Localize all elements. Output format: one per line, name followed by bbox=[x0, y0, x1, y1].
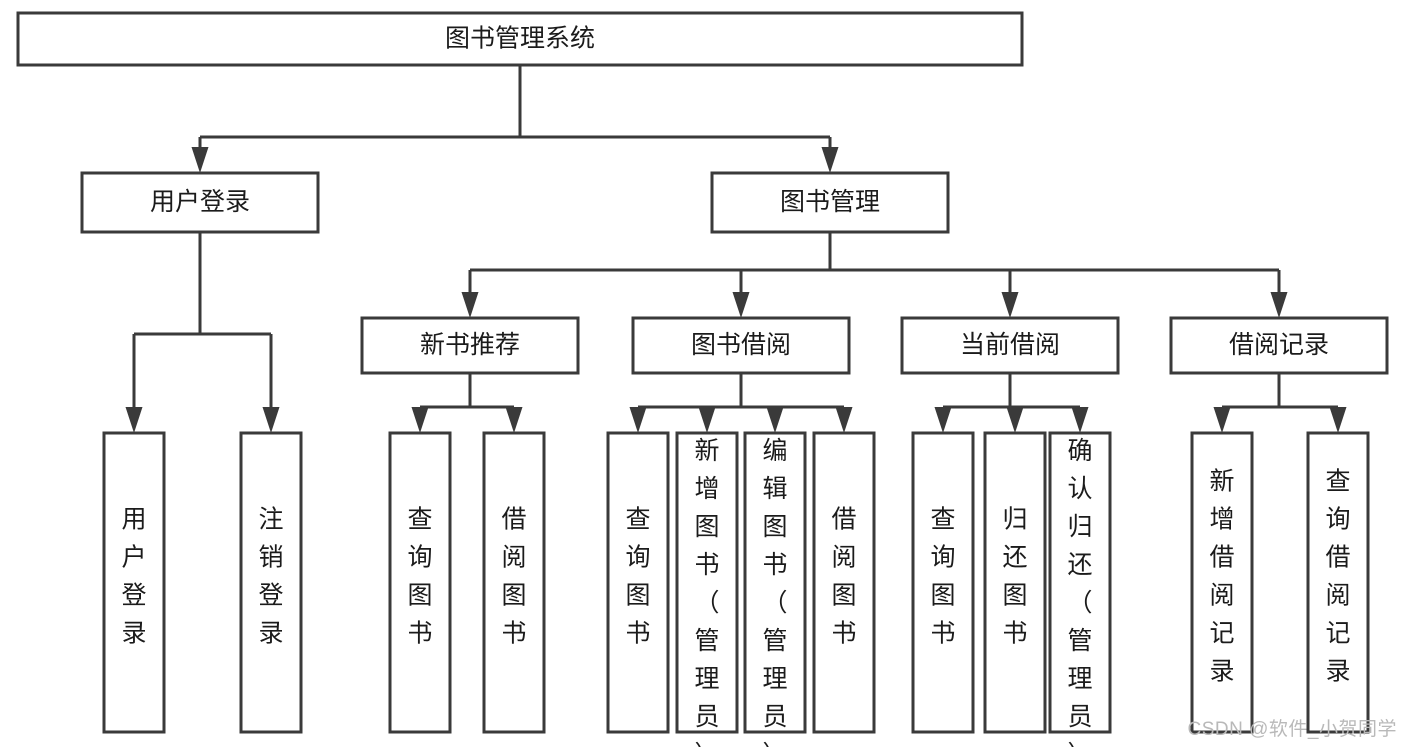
leaf-node-借阅图书[interactable]: 借阅图书 bbox=[812, 431, 876, 734]
connector-book-manage-to-level3 bbox=[461, 232, 1288, 318]
leaf-node-借阅图书[interactable]: 借阅图书 bbox=[482, 431, 546, 734]
node-box bbox=[16, 11, 1024, 67]
arrow-head-icon bbox=[1213, 407, 1231, 433]
node-box bbox=[631, 316, 851, 375]
leaf-node-查询图书[interactable]: 查询图书 bbox=[911, 431, 975, 734]
leaf-node-查询图书[interactable]: 查询图书 bbox=[388, 431, 452, 734]
arrow-head-icon bbox=[629, 407, 647, 433]
node-label: 借阅记录 bbox=[1229, 331, 1329, 359]
level2-node-用户登录[interactable]: 用户登录 bbox=[80, 171, 320, 234]
node-label: 图书管理 bbox=[780, 188, 880, 216]
arrow-head-icon bbox=[1071, 407, 1089, 433]
connector-borrow-to-leaves bbox=[629, 373, 853, 433]
level3-node-新书推荐[interactable]: 新书推荐 bbox=[360, 316, 580, 375]
node-label: 查询图书 bbox=[407, 506, 432, 648]
node-label: 注销登录 bbox=[258, 506, 283, 648]
node-label: 用户登录 bbox=[121, 506, 146, 648]
arrow-head-icon bbox=[411, 407, 429, 433]
leaf-node-用户登录[interactable]: 用户登录 bbox=[102, 431, 166, 734]
node-label: 借阅图书 bbox=[831, 506, 856, 648]
arrow-head-icon bbox=[1006, 407, 1024, 433]
node-box bbox=[743, 431, 807, 734]
node-box bbox=[1306, 431, 1370, 734]
node-label: 新书推荐 bbox=[420, 331, 520, 359]
connector-new-book-to-leaves bbox=[411, 373, 523, 433]
leaf-node-归还图书[interactable]: 归还图书 bbox=[983, 431, 1047, 734]
node-label: 图书管理系统 bbox=[445, 25, 595, 53]
arrow-head-icon bbox=[698, 407, 716, 433]
node-box bbox=[388, 431, 452, 734]
node-box bbox=[1169, 316, 1389, 375]
arrow-head-icon bbox=[732, 292, 750, 318]
node-box bbox=[80, 171, 320, 234]
leaf-node-新增图书管理员[interactable]: 新增图书（管理员） bbox=[675, 431, 739, 747]
leaf-node-确认归还管理员[interactable]: 确认归还（管理员） bbox=[1048, 431, 1112, 747]
node-label: 借阅图书 bbox=[501, 506, 526, 648]
node-label: 当前借阅 bbox=[960, 331, 1060, 359]
node-layer: 图书管理系统用户登录图书管理新书推荐图书借阅当前借阅借阅记录用户登录注销登录查询… bbox=[16, 11, 1389, 747]
connector-layer bbox=[125, 65, 1347, 433]
arrow-head-icon bbox=[1001, 292, 1019, 318]
node-label: 用户登录 bbox=[150, 188, 250, 216]
leaf-node-查询借阅记录[interactable]: 查询借阅记录 bbox=[1306, 431, 1370, 734]
arrow-head-icon bbox=[934, 407, 952, 433]
leaf-node-编辑图书管理员[interactable]: 编辑图书（管理员） bbox=[743, 431, 807, 747]
leaf-node-查询图书[interactable]: 查询图书 bbox=[606, 431, 670, 734]
node-label: 编辑图书（管理员） bbox=[762, 437, 787, 747]
connector-root-to-level2 bbox=[191, 65, 839, 173]
node-label: 查询图书 bbox=[930, 506, 955, 648]
node-box bbox=[1190, 431, 1254, 734]
node-box bbox=[606, 431, 670, 734]
arrow-head-icon bbox=[461, 292, 479, 318]
node-box bbox=[812, 431, 876, 734]
node-box bbox=[360, 316, 580, 375]
node-label: 查询图书 bbox=[625, 506, 650, 648]
node-box bbox=[983, 431, 1047, 734]
arrow-head-icon bbox=[125, 407, 143, 433]
arrow-head-icon bbox=[191, 147, 209, 173]
node-label: 图书借阅 bbox=[691, 331, 791, 359]
arrow-head-icon bbox=[1270, 292, 1288, 318]
node-box bbox=[239, 431, 303, 734]
node-box bbox=[482, 431, 546, 734]
node-label: 查询借阅记录 bbox=[1325, 468, 1350, 686]
level3-node-图书借阅[interactable]: 图书借阅 bbox=[631, 316, 851, 375]
node-box bbox=[911, 431, 975, 734]
node-label: 归还图书 bbox=[1002, 506, 1027, 648]
level2-node-图书管理[interactable]: 图书管理 bbox=[710, 171, 950, 234]
level3-node-借阅记录[interactable]: 借阅记录 bbox=[1169, 316, 1389, 375]
node-label: 新增图书（管理员） bbox=[694, 437, 719, 747]
node-label: 确认归还（管理员） bbox=[1067, 437, 1092, 747]
arrow-head-icon bbox=[821, 147, 839, 173]
arrow-head-icon bbox=[262, 407, 280, 433]
connector-current-borrow-to-leaves bbox=[934, 373, 1089, 433]
leaf-node-注销登录[interactable]: 注销登录 bbox=[239, 431, 303, 734]
connector-user-login-to-leaves bbox=[125, 232, 280, 433]
arrow-head-icon bbox=[766, 407, 784, 433]
node-label: 新增借阅记录 bbox=[1209, 468, 1234, 686]
node-box bbox=[710, 171, 950, 234]
leaf-node-新增借阅记录[interactable]: 新增借阅记录 bbox=[1190, 431, 1254, 734]
arrow-head-icon bbox=[1329, 407, 1347, 433]
node-box bbox=[1048, 431, 1112, 734]
arrow-head-icon bbox=[505, 407, 523, 433]
node-box bbox=[900, 316, 1120, 375]
node-box bbox=[675, 431, 739, 734]
connector-borrow-record-to-leaves bbox=[1213, 373, 1347, 433]
root-node-图书管理系统[interactable]: 图书管理系统 bbox=[16, 11, 1024, 67]
arrow-head-icon bbox=[835, 407, 853, 433]
level3-node-当前借阅[interactable]: 当前借阅 bbox=[900, 316, 1120, 375]
node-box bbox=[102, 431, 166, 734]
